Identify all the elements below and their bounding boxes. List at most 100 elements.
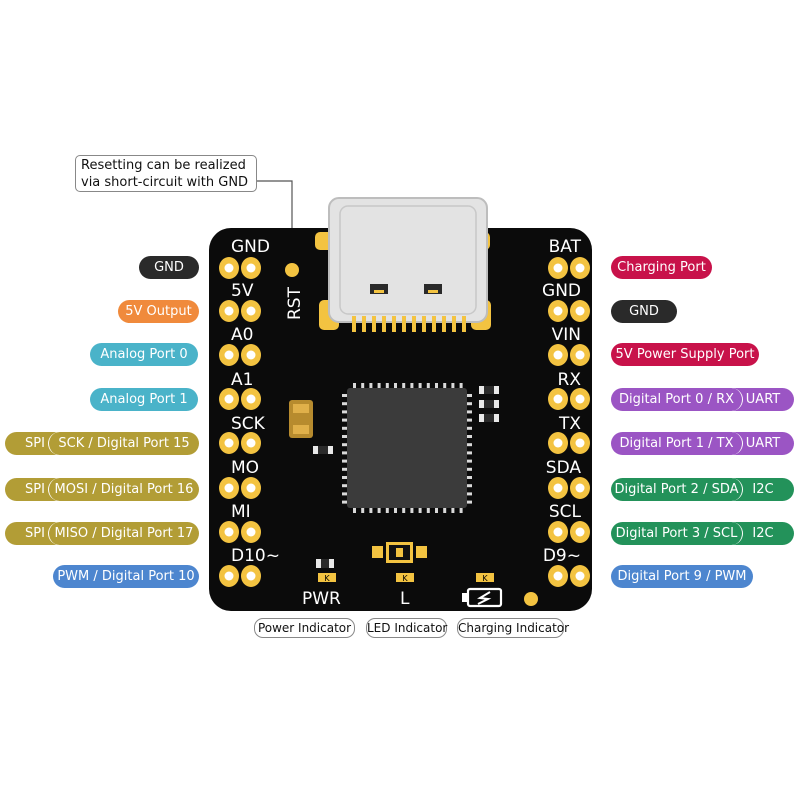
right-pad-outer-0: [570, 257, 590, 279]
chip-pin: [369, 507, 373, 513]
label-mosi-digital-16: MOSI / Digital Port 16: [48, 478, 199, 501]
chip-pin: [459, 383, 463, 389]
left-pad-outer-0: [219, 257, 239, 279]
label-analog-port-1: Analog Port 1: [90, 388, 198, 411]
chip-pin: [361, 507, 365, 513]
chip-pin: [418, 507, 422, 513]
chip-pin: [418, 383, 422, 389]
pin-label-d9: D9~: [543, 546, 581, 566]
chip-pin: [426, 507, 430, 513]
chip-pin: [342, 467, 348, 471]
usb-contact-pin: [372, 316, 376, 332]
chip-pin: [466, 443, 472, 447]
chip-pin: [385, 383, 389, 389]
label-digital-port-2-sda: Digital Port 2 / SDA: [611, 478, 743, 501]
reset-pad: [285, 263, 299, 277]
chip-pin: [466, 418, 472, 422]
chip-pin: [466, 402, 472, 406]
usb-contact-pin: [412, 316, 416, 332]
chip-pin: [466, 500, 472, 504]
left-pad-outer-7: [219, 565, 239, 587]
pin-label-d10: D10~: [231, 546, 280, 566]
passive-components: [289, 386, 499, 454]
chip-pin: [342, 418, 348, 422]
mounting-pad: [524, 592, 538, 606]
pwr-led: K: [316, 559, 336, 583]
chip-pin: [426, 383, 430, 389]
chip-pin: [435, 507, 438, 513]
pin-label-bat: BAT: [549, 237, 582, 257]
right-pad-outer-7: [570, 565, 590, 587]
label-pwm-digital-10: PWM / Digital Port 10: [53, 565, 199, 588]
right-pad-inner-5: [548, 477, 568, 499]
left-pad-inner-0: [241, 257, 261, 279]
pin-label-a1: A1: [231, 370, 253, 390]
chip-pin: [394, 507, 397, 513]
reset-note-line-1: Resetting can be realized: [81, 158, 246, 173]
pin-label-sck: SCK: [231, 414, 266, 434]
note-charging-indicator: Charging Indicator: [457, 618, 569, 638]
chip-pin: [342, 426, 348, 430]
usb-contact-pin: [462, 316, 466, 332]
left-pad-outer-2: [219, 344, 239, 366]
chip-pin: [342, 492, 348, 496]
label-5v-power-supply-port: 5V Power Supply Port: [611, 343, 759, 366]
led-l-component: [372, 542, 427, 563]
chip-pin: [443, 383, 447, 389]
label-digital-port-1-tx: Digital Port 1 / TX: [611, 432, 743, 455]
pin-label-rx: RX: [558, 370, 582, 390]
usb-contact-pin: [422, 316, 426, 332]
right-pin-labels: BAT GND VIN RX TX SDA SCL D9~: [542, 237, 582, 566]
left-pad-inner-6: [241, 521, 261, 543]
usb-contact-pin: [452, 316, 456, 332]
chip-pin: [402, 507, 406, 513]
left-pin-labels: GND 5V A0 A1 SCK MO MI D10~: [231, 237, 280, 566]
chip-pin: [342, 459, 348, 463]
chip-pin: [342, 476, 348, 479]
right-pad-inner-3: [548, 388, 568, 410]
right-pad-outer-6: [570, 521, 590, 543]
note-led-indicator: LED Indicator: [366, 618, 447, 638]
chip-pin: [342, 435, 348, 438]
l-label: L: [400, 589, 410, 609]
right-pad-inner-2: [548, 344, 568, 366]
l-k-label: K: [402, 574, 408, 583]
chip-pin: [394, 383, 397, 389]
charge-k-label: K: [482, 574, 488, 583]
usb-c-connector: [315, 197, 491, 332]
label-miso-digital-17: MISO / Digital Port 17: [48, 522, 199, 545]
pin-label-sda: SDA: [546, 458, 582, 478]
chip-pin: [342, 451, 348, 455]
usb-contact-pin: [362, 316, 366, 332]
chip-pin: [342, 410, 348, 414]
usb-contact-pin: [402, 316, 406, 332]
chip-pin: [466, 492, 472, 496]
chip-pin: [402, 383, 406, 389]
left-pad-inner-5: [241, 477, 261, 499]
chip-pin: [459, 507, 463, 513]
l-led: K: [396, 573, 414, 583]
rst-label: RST: [285, 286, 305, 320]
chip-pin: [466, 476, 472, 479]
chip-pin: [342, 394, 348, 397]
label-analog-port-0: Analog Port 0: [90, 343, 198, 366]
chip-pin: [377, 507, 381, 513]
pin-label-tx: TX: [558, 414, 581, 434]
chip-pin: [451, 507, 455, 513]
usb-contact-pin: [392, 316, 396, 332]
pin-label-vin: VIN: [552, 325, 581, 345]
chip-pin: [451, 383, 455, 389]
note-power-indicator: Power Indicator: [254, 618, 355, 638]
chip-pin: [443, 507, 447, 513]
chip-pin: [435, 383, 438, 389]
usb-contact-pin: [352, 316, 356, 332]
chip-pin: [353, 383, 356, 389]
chip-pin: [466, 467, 472, 471]
label-gnd-right: GND: [611, 300, 677, 323]
label-gnd-left: GND: [139, 256, 199, 279]
label-digital-port-3-scl: Digital Port 3 / SCL: [611, 522, 743, 545]
pin-label-mo: MO: [231, 458, 259, 478]
chip-pin: [466, 484, 472, 488]
chip-pin: [353, 507, 356, 513]
